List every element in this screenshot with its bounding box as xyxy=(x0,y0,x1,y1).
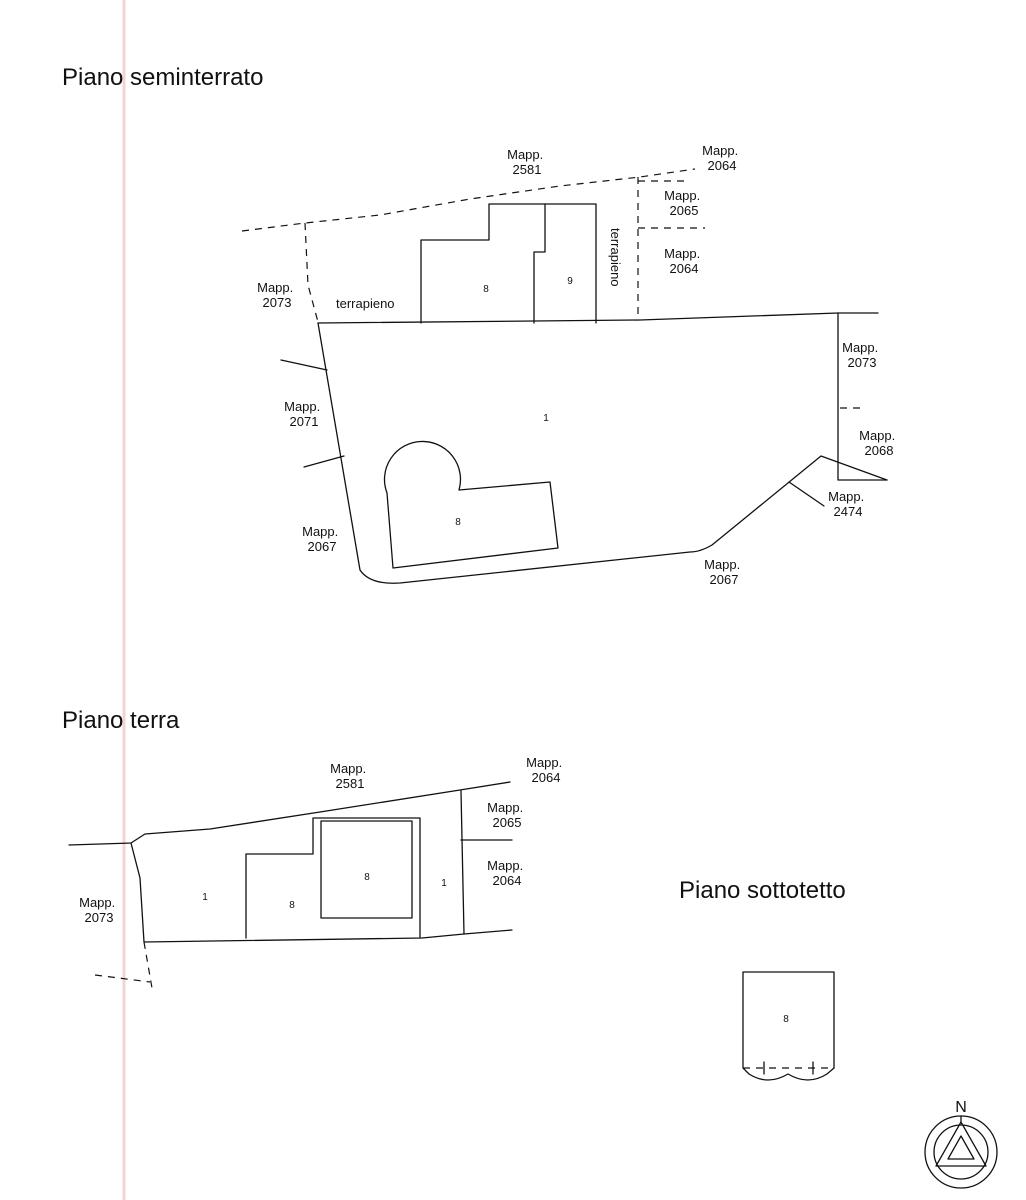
label-mapp-2073-right: Mapp. 2073 xyxy=(842,340,882,370)
plan-sottotetto: Piano sottotetto 8 xyxy=(679,877,846,1081)
unit-number-8-inner: 8 xyxy=(364,872,370,883)
label-mapp-2073-left: Mapp. 2073 xyxy=(257,280,297,310)
unit-number-9: 9 xyxy=(567,276,573,287)
unit-number-1-right: 1 xyxy=(441,878,447,889)
label-mapp-2067-left: Mapp. 2067 xyxy=(302,524,342,554)
label-mapp-2067-bottom: Mapp. 2067 xyxy=(704,557,744,587)
unit-number-8-left: 8 xyxy=(289,900,295,911)
label-mapp-2068: Mapp. 2068 xyxy=(859,428,899,458)
boundary-north xyxy=(317,312,879,324)
parcel-line-2474 xyxy=(788,481,825,507)
label-mapp-2065: Mapp. 2065 xyxy=(487,800,527,830)
compass-north-label: N xyxy=(955,1099,967,1116)
boundary-dashed-west xyxy=(94,974,151,983)
plan-seminterrato: Piano seminterrato Mapp. 2581 Mapp. xyxy=(62,64,899,587)
boundary-dashed-west xyxy=(304,222,319,323)
label-terrapieno-vertical: terrapieno xyxy=(608,228,623,287)
label-mapp-2581: Mapp. 2581 xyxy=(330,761,370,791)
boundary-east xyxy=(460,790,465,935)
boundary-south xyxy=(130,842,513,943)
label-mapp-2064-mid: Mapp. 2064 xyxy=(487,858,527,888)
unit-number-1-left: 1 xyxy=(202,892,208,903)
parcel-line-2071-north xyxy=(280,359,328,371)
plan-terra: Piano terra Mapp. 2581 Mapp. 2064 Mapp. … xyxy=(62,707,566,989)
title-terra: Piano terra xyxy=(62,707,180,734)
boundary-dashed-north xyxy=(241,168,696,232)
compass-inner-triangle xyxy=(947,1135,975,1160)
label-mapp-2064-mid: Mapp. 2064 xyxy=(664,246,704,276)
compass-outer-triangle xyxy=(935,1121,987,1167)
unit-8-lower-outline xyxy=(383,440,559,569)
north-compass-icon: N xyxy=(924,1099,998,1189)
label-mapp-2065: Mapp. 2065 xyxy=(664,188,704,218)
unit-number-1: 1 xyxy=(543,413,549,424)
boundary-east xyxy=(837,312,888,481)
unit-8-attic-outline xyxy=(742,971,835,1069)
label-mapp-2073: Mapp. 2073 xyxy=(79,895,119,925)
unit-number-8-attic: 8 xyxy=(783,1014,789,1025)
label-mapp-2474: Mapp. 2474 xyxy=(828,489,868,519)
unit-8-left-outline xyxy=(245,817,421,939)
parcel-line-2071-south xyxy=(303,455,345,468)
title-sottotetto: Piano sottotetto xyxy=(679,877,846,904)
boundary-south xyxy=(317,322,888,584)
unit-8-inner-outline xyxy=(320,820,413,919)
attic-arched-edge xyxy=(742,1067,835,1081)
boundary-dashed-southwest xyxy=(143,941,153,989)
compass-outer-ring xyxy=(924,1115,998,1189)
unit-number-8-upper: 8 xyxy=(483,284,489,295)
compass-inner-ring xyxy=(933,1124,989,1180)
label-mapp-2581: Mapp. 2581 xyxy=(507,147,547,177)
unit-9-outline xyxy=(544,203,597,324)
title-seminterrato: Piano seminterrato xyxy=(62,64,263,91)
label-mapp-2071: Mapp. 2071 xyxy=(284,399,324,429)
unit-8-upper-outline xyxy=(420,203,546,324)
label-terrapieno-horizontal: terrapieno xyxy=(336,296,395,311)
boundary-north xyxy=(68,781,511,846)
unit-number-8-lower: 8 xyxy=(455,517,461,528)
label-mapp-2064-top: Mapp. 2064 xyxy=(526,755,566,785)
label-mapp-2064-top: Mapp. 2064 xyxy=(702,143,742,173)
